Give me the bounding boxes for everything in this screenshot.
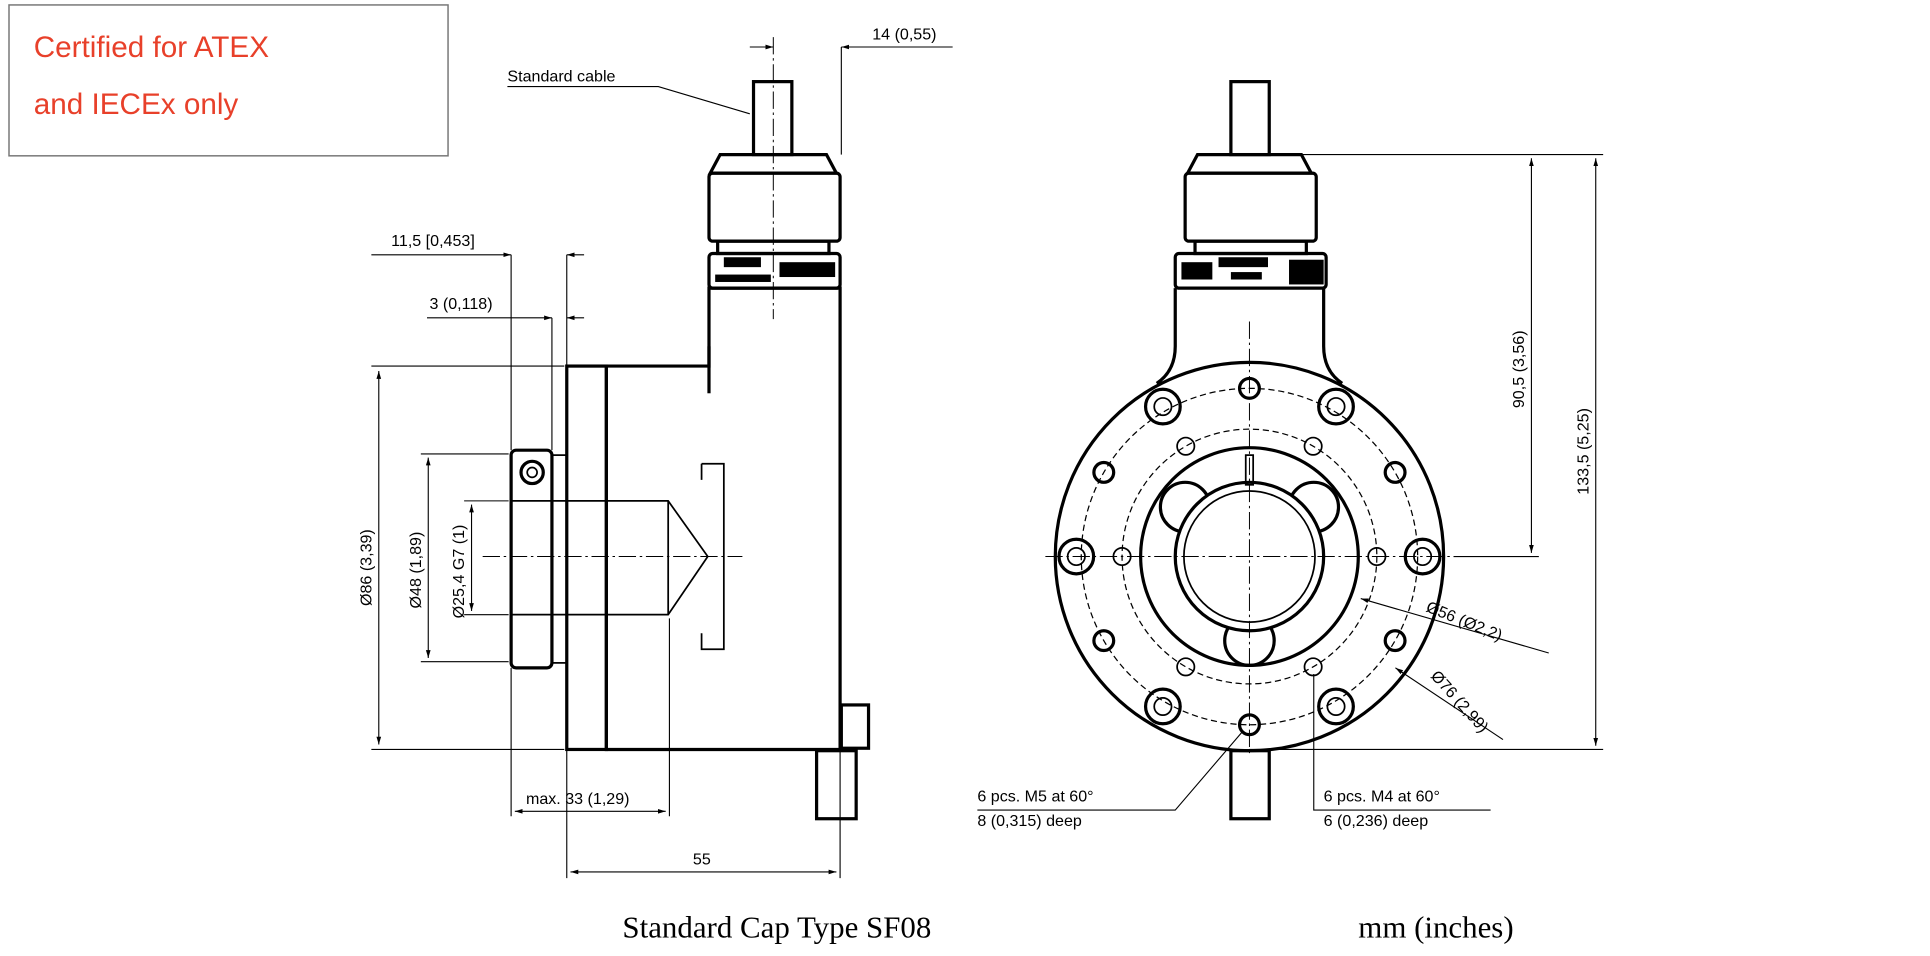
drawing-caption: Standard Cap Type SF08 xyxy=(622,909,931,944)
dim-cable-offset: 14 (0,55) xyxy=(872,26,936,44)
through-hole-inner xyxy=(1153,696,1173,717)
m5-tapped-hole xyxy=(1383,629,1407,653)
front-view: 90,5 (3,56) 133,5 (5,25) Ø56 (Ø2,2) Ø76 … xyxy=(977,80,1604,830)
housing-side xyxy=(482,37,871,821)
cable-label: Standard cable xyxy=(507,68,615,86)
dim-inner-circle: Ø56 (Ø2,2) xyxy=(1424,598,1505,645)
front-dimensions: 90,5 (3,56) 133,5 (5,25) Ø56 (Ø2,2) Ø76 … xyxy=(977,154,1604,830)
dim-center-height: 90,5 (3,56) xyxy=(1510,330,1528,408)
through-hole-inner xyxy=(1153,397,1173,417)
dim-flange-diameter: Ø86 (3,39) xyxy=(357,529,375,606)
through-hole xyxy=(1317,387,1355,426)
side-view: Standard cable 14 (0,55) 11,5 [0,453] 3 … xyxy=(357,26,953,879)
m5-tapped-hole xyxy=(1092,629,1116,653)
m4-holes-line-2: 6 (0,236) deep xyxy=(1324,812,1429,830)
through-hole xyxy=(1143,387,1182,426)
through-hole xyxy=(1317,687,1355,726)
notice-line-1: Certified for ATEX xyxy=(34,31,269,64)
side-dimensions: Standard cable 14 (0,55) 11,5 [0,453] 3 … xyxy=(357,26,953,879)
through-hole-inner xyxy=(1326,397,1346,417)
through-hole xyxy=(1143,687,1182,726)
m4-tapped-hole xyxy=(1303,436,1323,456)
m5-tapped-hole xyxy=(1383,460,1407,484)
m4-holes-line-1: 6 pcs. M4 at 60° xyxy=(1324,787,1440,805)
m5-holes-line-2: 8 (0,315) deep xyxy=(977,812,1082,830)
units-label: mm (inches) xyxy=(1358,909,1513,944)
through-hole-inner xyxy=(1326,696,1346,717)
m4-tapped-hole xyxy=(1176,657,1196,677)
cable-connector-side xyxy=(707,80,842,290)
dim-length: 55 xyxy=(693,850,711,868)
housing-neck xyxy=(1155,288,1344,385)
bottom-connector xyxy=(1229,749,1271,821)
dim-clamp-diameter: Ø48 (1,89) xyxy=(407,532,425,609)
m4-tapped-hole xyxy=(1176,436,1196,456)
certification-notice: Certified for ATEX and IECEx only xyxy=(8,4,449,157)
dim-clamp-gap: 3 (0,118) xyxy=(429,295,492,313)
dim-outer-circle: Ø76 (2,99) xyxy=(1427,667,1492,736)
m4-tapped-hole xyxy=(1303,657,1323,677)
m5-tapped-hole xyxy=(1092,460,1116,484)
dim-clamp-width: 11,5 [0,453] xyxy=(391,232,475,250)
dim-max-depth: max. 33 (1,29) xyxy=(526,790,630,808)
cable-connector-front xyxy=(1173,80,1328,290)
notice-line-2: and IECEx only xyxy=(34,88,239,121)
m5-holes-line-1: 6 pcs. M5 at 60° xyxy=(977,787,1093,805)
dim-total-height: 133,5 (5,25) xyxy=(1574,408,1592,495)
dim-bore-diameter: Ø25,4 G7 (1) xyxy=(450,525,468,619)
